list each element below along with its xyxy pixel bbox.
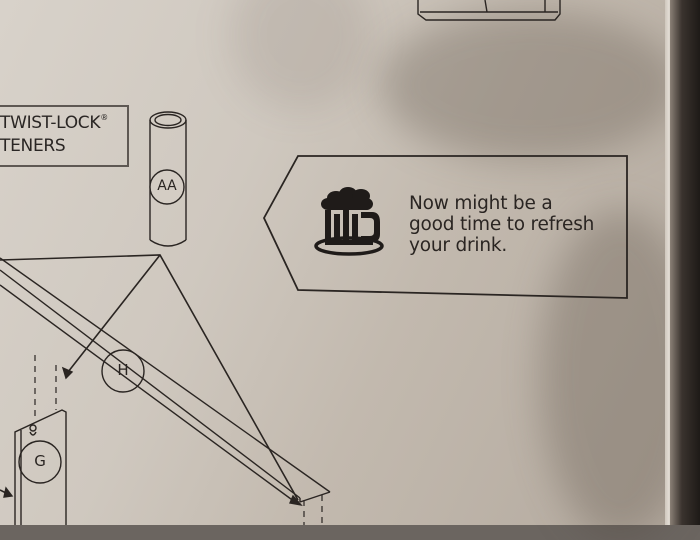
callout-box bbox=[262, 155, 628, 299]
shelf-part bbox=[0, 257, 331, 503]
fasteners-box bbox=[0, 105, 129, 167]
alignment-lines bbox=[34, 355, 323, 525]
callout-line-2: good time to refresh bbox=[409, 214, 595, 235]
cabinet-diagram bbox=[417, 0, 561, 21]
fasteners-label: TWIST-LOCK® TENERS bbox=[0, 106, 108, 158]
callout-line-1: Now might be a bbox=[409, 193, 553, 214]
page-edge bbox=[665, 0, 673, 525]
callout-message: Now might be a good time to refresh your… bbox=[409, 193, 594, 256]
trademark-symbol: ® bbox=[100, 113, 108, 122]
shadow bbox=[380, 10, 680, 160]
callout-line-3: your drink. bbox=[409, 235, 508, 256]
fasteners-line2: TENERS bbox=[0, 136, 66, 156]
part-label-g: G bbox=[34, 452, 46, 470]
part-label-h: H bbox=[117, 361, 129, 379]
panel-part bbox=[14, 409, 67, 525]
fasteners-line1: TWIST-LOCK bbox=[0, 113, 101, 133]
cylinder-part bbox=[149, 111, 187, 247]
background-edge bbox=[670, 0, 700, 525]
part-label-aa: AA bbox=[157, 178, 177, 194]
assembly-diagram bbox=[0, 0, 628, 525]
beer-mug-icon bbox=[314, 187, 384, 256]
